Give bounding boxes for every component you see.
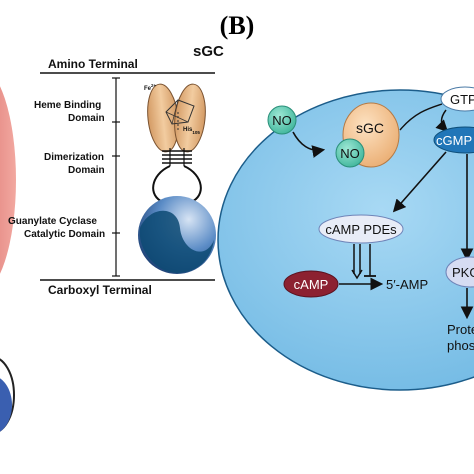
gtp-label: GTP <box>450 92 474 107</box>
no-entry-arrow <box>292 131 326 158</box>
pkg-label: PKG <box>452 265 474 280</box>
camp-node <box>283 270 339 298</box>
clipped-panel-a-shapes <box>0 86 16 432</box>
heme-ring <box>165 99 195 125</box>
clipped-red-oval <box>0 86 16 274</box>
dimerization-label-2: Domain <box>68 165 105 176</box>
protein-label-1: Protein <box>447 322 474 337</box>
amino-terminal-label: Amino Terminal <box>48 57 138 71</box>
camp-label: cAMP <box>294 277 329 292</box>
carboxyl-terminal-label: Carboxyl Terminal <box>48 283 152 297</box>
heme-binding-label-1: Heme Binding <box>34 100 101 111</box>
fe-label: Fe2+ <box>144 83 157 92</box>
panel-label: (B) <box>220 11 255 40</box>
catalytic-label-2: Catalytic Domain <box>24 229 105 240</box>
no-bound-label: NO <box>340 146 360 161</box>
heme-binding-label-2: Domain <box>68 113 105 124</box>
gtp-node <box>440 86 474 112</box>
cgmp-label: cGMP <box>436 133 472 148</box>
his-label: His105 <box>183 127 200 135</box>
no-outside-label: NO <box>272 113 292 128</box>
cgmp-node <box>433 126 474 154</box>
sgc-gtp-connector <box>399 103 443 131</box>
sgc-title: sGC <box>193 43 224 60</box>
catalytic-label-1: Guanylate Cyclase <box>8 216 97 227</box>
signaling-cell: NO sGC NO GTP cGMP cAMP PDEs cAMP <box>217 86 474 391</box>
dimerization-label-1: Dimerization <box>44 152 104 163</box>
sgc-domain-schematic: sGC Amino Terminal Heme Binding Domain D… <box>8 43 224 297</box>
protein-label-2: phosphorylation <box>447 338 474 353</box>
gtp-to-cgmp-arrow <box>435 109 449 133</box>
no-bound-node <box>335 138 365 168</box>
catalytic-domain-subunit <box>139 210 214 273</box>
camp-pdes-node <box>318 214 404 244</box>
five-amp-label: 5′-AMP <box>386 277 428 292</box>
dimerization-coils <box>162 150 192 164</box>
no-outside-node <box>267 105 297 135</box>
sgc-label: sGC <box>356 120 384 136</box>
cgmp-to-pdes-arrow <box>392 151 447 213</box>
clipped-blue-domain <box>0 378 12 432</box>
camp-pdes-label: cAMP PDEs <box>325 222 397 237</box>
pkg-node <box>445 256 474 288</box>
